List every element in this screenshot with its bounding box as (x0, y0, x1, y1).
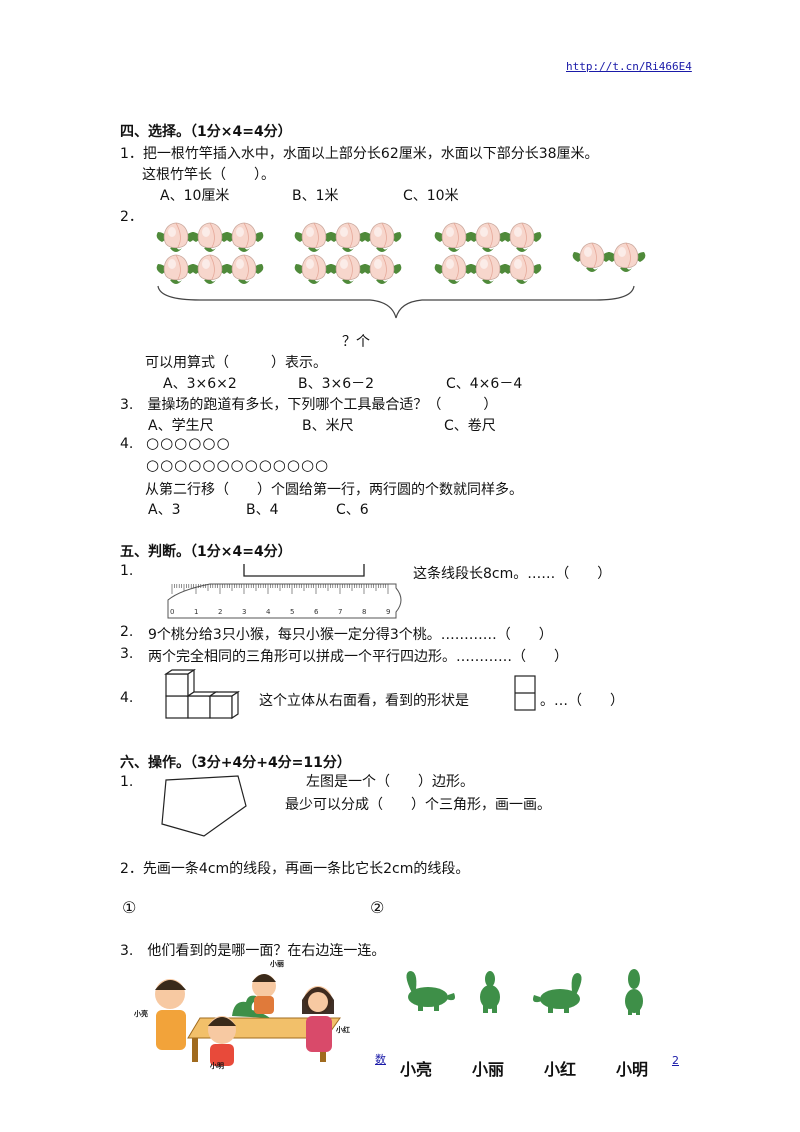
q5-1-number: 1. (120, 563, 134, 579)
q5-2-number: 2. (120, 624, 134, 640)
name-label-xiaoliang: 小亮 (400, 1060, 433, 1079)
q4-4-circles-row2: ○○○○○○○○○○○○○ (146, 456, 330, 474)
dino-view-side-right (533, 973, 582, 1013)
cube-solid-figure (164, 668, 240, 720)
q4-1-line2: 这根竹竿长（ ）。 (142, 167, 275, 183)
name-label-xiaohong: 小红 (544, 1060, 577, 1079)
page-number[interactable]: 2 (672, 1054, 679, 1067)
q4-4-stem: 从第二行移（ ）个圆给第一行，两行圆的个数就同样多。 (145, 482, 523, 498)
peach-group-3 (434, 222, 542, 285)
q4-1-option-a: A、10厘米 (160, 188, 230, 204)
children-table-scene: 小丽 小亮 小红 小明 (133, 959, 350, 1070)
q6-3-text: 3. 他们看到的是哪一面？在右边连一连。 (120, 943, 386, 959)
dino-view-side-left (406, 971, 455, 1011)
q4-2-unknown-label: ？个 (342, 334, 370, 350)
q5-4-number: 4. (120, 690, 134, 706)
q6-2-text: 2．先画一条4cm的线段，再画一条比它长2cm的线段。 (120, 861, 470, 877)
dino-view-front (625, 969, 643, 1015)
kid-xiaohong (302, 986, 334, 1052)
peach-group-1 (156, 222, 264, 285)
dinosaur-views (406, 969, 643, 1015)
name-label-xiaoming: 小明 (616, 1060, 649, 1079)
q6-1-number: 1. (120, 774, 134, 790)
q5-4-tail: 。…（ ） (540, 693, 624, 709)
q5-1-text: 这条线段长8cm。……（ ） (413, 566, 612, 582)
peach-group-4 (572, 242, 646, 273)
q5-3-text: 两个完全相同的三角形可以拼成一个平行四边形。…………（ ） (148, 649, 568, 665)
ruler-ticks (171, 584, 389, 594)
section-4-title: 四、选择。（1分×4=4分） (120, 124, 292, 140)
scene-label-bottom: 小明 (209, 1061, 224, 1070)
q4-2-option-b: B、3×6－2 (298, 376, 375, 392)
q4-2-stem: 可以用算式（ ）表示。 (145, 355, 327, 371)
q4-3-option-a: A、学生尺 (148, 418, 214, 434)
q5-4-text: 这个立体从右面看，看到的形状是 (259, 693, 469, 709)
hexagon-figure (161, 775, 247, 837)
q4-2-number: 2． (120, 209, 143, 225)
kid-xiaoliang (155, 979, 186, 1050)
scene-label-right: 小红 (335, 1025, 350, 1034)
ruler-labels: 0 1 2 3 4 5 6 7 8 9 (170, 608, 390, 616)
segment-line (243, 564, 365, 577)
ruler-tick-label: 4 (266, 608, 271, 616)
ruler-tick-label: 2 (218, 608, 222, 616)
q4-4-circles-row1: ○○○○○○ (146, 434, 231, 452)
q4-1-option-b: B、1米 (292, 188, 339, 204)
q4-1-option-c: C、10米 (403, 188, 459, 204)
ruler-tick-label: 6 (314, 608, 319, 616)
q4-1-line1: 1．把一根竹竿插入水中，水面以上部分长62厘米，水面以下部分长38厘米。 (120, 146, 599, 162)
q4-2-option-c: C、4×6－4 (446, 376, 523, 392)
q4-4-option-c: C、6 (336, 502, 369, 518)
q4-2-option-a: A、3×6×2 (163, 376, 237, 392)
right-view-shape (514, 675, 536, 711)
kid-xiaoming (208, 1016, 236, 1066)
ruler-body (167, 583, 402, 619)
dino-view-back (480, 971, 500, 1013)
ruler-tick-label: 8 (362, 608, 366, 616)
section-6-title: 六、操作。（3分+4分+4分=11分） (120, 755, 351, 771)
ruler-tick-label: 9 (386, 608, 390, 616)
scene-label-top: 小丽 (269, 959, 284, 968)
q5-2-text: 9个桃分给3只小猴，每只小猴一定分得3个桃。…………（ ） (148, 627, 553, 643)
ruler-tick-label: 7 (338, 608, 342, 616)
name-label-xiaoli: 小丽 (472, 1060, 505, 1079)
q4-4-option-b: B、4 (246, 502, 279, 518)
q4-3-stem: 3. 量操场的跑道有多长，下列哪个工具最合适？（ ） (120, 397, 498, 413)
kid-xiaoli (252, 974, 276, 1014)
q4-4-option-a: A、3 (148, 502, 181, 518)
q4-4-number: 4. (120, 436, 134, 452)
q4-3-option-c: C、卷尺 (444, 418, 496, 434)
brace (157, 285, 635, 319)
q6-1-line1: 左图是一个（ ）边形。 (306, 774, 474, 790)
ruler-tick-label: 1 (194, 608, 198, 616)
q4-3-option-b: B、米尺 (302, 418, 354, 434)
peach-illustration (156, 222, 646, 319)
ruler-tick-label: 3 (242, 608, 246, 616)
section-5-title: 五、判断。（1分×4=4分） (120, 544, 292, 560)
q6-2-marker-2: ② (370, 898, 385, 917)
q6-2-marker-1: ① (122, 898, 137, 917)
header-url[interactable]: http://t.cn/Ri466E4 (566, 60, 692, 73)
ruler-tick-label: 5 (290, 608, 294, 616)
ruler-tick-label: 0 (170, 608, 174, 616)
scene-label-left: 小亮 (133, 1009, 148, 1018)
q6-1-line2: 最少可以分成（ ）个三角形，画一画。 (285, 797, 551, 813)
footer-fragment: 数 (375, 1053, 386, 1066)
peach-group-2 (294, 222, 402, 285)
q5-3-number: 3. (120, 646, 134, 662)
ruler-figure: 0 1 2 3 4 5 6 7 8 9 (167, 564, 402, 619)
